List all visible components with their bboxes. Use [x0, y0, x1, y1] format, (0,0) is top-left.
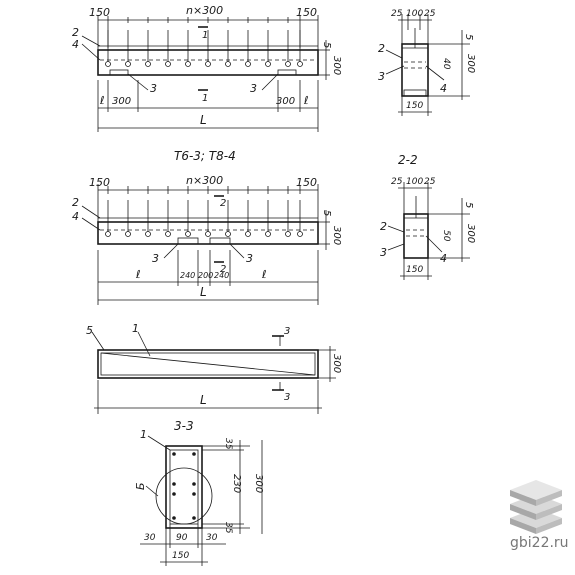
dim-150-right: 150: [296, 6, 317, 19]
pos-2-elev1: 2: [72, 26, 79, 39]
plan-view: 5 1 3 3 300 L: [86, 322, 342, 414]
callout-b: Б: [134, 482, 147, 490]
dim-25b-s1: 25: [424, 9, 436, 19]
cut-3-top: 3: [284, 326, 290, 337]
dim-300-left-elev1: 300: [112, 96, 131, 107]
logo-layer-bottom-side-r: [536, 518, 562, 534]
dim-l-right-elev1: ℓ: [303, 94, 309, 107]
cut-2-top: 2: [220, 198, 226, 209]
dim-240a-elev2: 240: [180, 271, 195, 280]
pos-3b-elev2: 3: [246, 252, 253, 265]
dim-150-right-elev2: 150: [296, 176, 317, 189]
dim-L-elev2: L: [200, 285, 207, 299]
dim-5-h2: 5: [321, 210, 332, 216]
dim-300-h1: 300: [331, 56, 342, 75]
pos-3a-elev1: 3: [150, 82, 157, 95]
pos-1-s3: 1: [140, 428, 147, 441]
dim-30b-s3: 30: [206, 533, 218, 543]
pos-2-elev2: 2: [72, 196, 79, 209]
dim-100-s2: 100: [406, 177, 423, 187]
logo-layer-mid-side-l: [510, 504, 536, 520]
dim-35a-s3: 35: [223, 438, 233, 450]
pos-4-s2: 4: [440, 252, 447, 265]
cut-3-bottom: 3: [284, 392, 290, 403]
dim-100-s1: 100: [406, 9, 423, 19]
logo-layer-top-side-l: [510, 490, 536, 506]
title-s3: 3-3: [174, 419, 194, 433]
dim-25b-s2: 25: [424, 177, 436, 187]
watermark-text: gbi22.ru: [510, 535, 569, 551]
pos-4-s1: 4: [440, 82, 447, 95]
dim-5-s2: 5: [463, 202, 474, 208]
dim-150-s3: 150: [172, 551, 189, 561]
watermark-logo-icon: [510, 480, 562, 534]
elevation-2: Т6-3; Т8-4 150 n×300 150: [72, 149, 342, 305]
section-2-2: 2-2 25 100 25 5 300 50 2 3 4 150: [380, 153, 476, 280]
pos-3-s2: 3: [380, 246, 387, 259]
cut-1-top: 1: [202, 30, 208, 41]
pos-3-s1: 3: [378, 70, 385, 83]
dim-300-s3: 300: [253, 474, 264, 493]
dim-25a-s1: 25: [391, 9, 403, 19]
pos-5-plan: 5: [86, 324, 93, 337]
elevation-1: 150 n×300 150 5 30: [72, 4, 342, 132]
dim-25a-s2: 25: [391, 177, 403, 187]
dim-300-h2: 300: [331, 226, 342, 245]
logo-layer-top-side-r: [536, 490, 562, 506]
section-3-3: 3-3 1 Б 35 230 35 300 30 90 30: [134, 419, 264, 566]
dim-40-s1: 40: [441, 58, 451, 70]
dim-300-s2: 300: [465, 224, 476, 243]
logo-stack: [510, 480, 562, 534]
section-1-1: 25 100 25 5 40 300 2 3 4 150: [378, 9, 476, 116]
dim-300-right-elev1: 300: [276, 96, 295, 107]
pos-2-s2: 2: [380, 220, 387, 233]
dim-90-s3: 90: [176, 533, 188, 543]
cut-2-bottom: 2: [220, 264, 226, 275]
dim-l-right-elev2: ℓ: [261, 268, 267, 281]
dim-L-elev1: L: [200, 113, 207, 127]
dim-5-h1: 5: [321, 42, 332, 48]
dim-35b-s3: 35: [223, 522, 233, 534]
dim-n300-elev2: n×300: [186, 174, 223, 187]
dim-300-plan: 300: [331, 354, 342, 373]
dim-n300: n×300: [186, 4, 223, 17]
dim-L-plan: L: [200, 393, 207, 407]
dim-150-s1: 150: [406, 101, 423, 111]
dim-30a-s3: 30: [144, 533, 156, 543]
cut-1-bottom: 1: [202, 93, 208, 104]
logo-layer-mid-side-r: [536, 504, 562, 520]
dim-150-s2: 150: [406, 265, 423, 275]
dim-l-left-elev1: ℓ: [99, 94, 105, 107]
dim-300-s1: 300: [465, 54, 476, 73]
pos-4-elev1: 4: [72, 38, 79, 51]
dim-50-s2: 50: [441, 230, 451, 242]
pos-4-elev2: 4: [72, 210, 79, 223]
dim-150-left: 150: [89, 6, 110, 19]
pos-1-plan: 1: [132, 322, 139, 335]
dim-240b-elev2: 240: [214, 271, 229, 280]
dim-150-left-elev2: 150: [89, 176, 110, 189]
dim-200-elev2: 200: [198, 271, 213, 280]
dim-5-s1: 5: [463, 34, 474, 40]
title-elev2: Т6-3; Т8-4: [174, 149, 236, 163]
logo-layer-bottom-side-l: [510, 518, 536, 534]
pos-3b-elev1: 3: [250, 82, 257, 95]
dim-l-left-elev2: ℓ: [135, 268, 141, 281]
pos-3a-elev2: 3: [152, 252, 159, 265]
title-s2: 2-2: [398, 153, 418, 167]
dim-230-s3: 230: [231, 474, 242, 493]
pos-2-s1: 2: [378, 42, 385, 55]
